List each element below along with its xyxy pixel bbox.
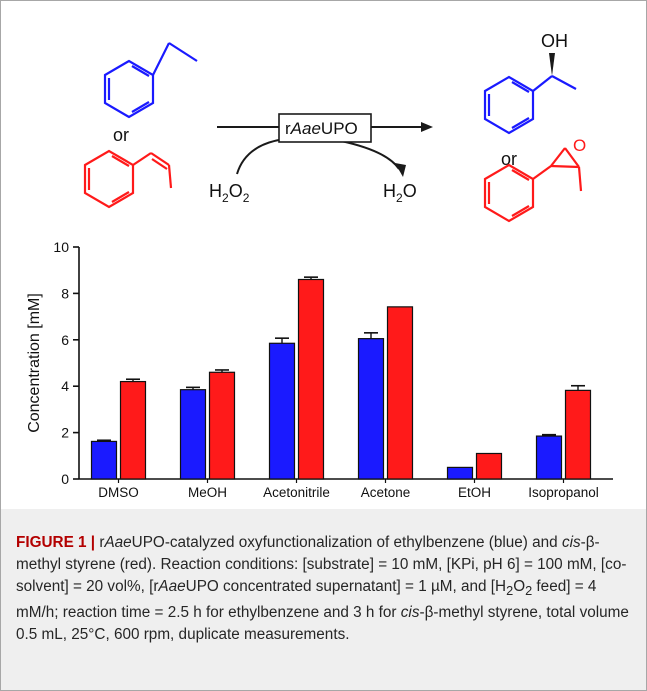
x-tick-label: DMSO xyxy=(98,485,139,500)
x-tick-label: Isopropanol xyxy=(528,485,599,500)
curved-arrow-head xyxy=(395,163,406,177)
oh-label: OH xyxy=(541,31,568,51)
bar xyxy=(564,389,592,480)
bar xyxy=(446,466,474,480)
y-axis-title: Concentration [mM] xyxy=(26,293,43,433)
x-tick-label: Acetone xyxy=(361,485,411,500)
wedge-bond xyxy=(549,53,555,76)
caption-background xyxy=(1,509,646,690)
h2o-label: H2O xyxy=(383,181,417,205)
bar xyxy=(535,435,563,480)
y-tick-label: 6 xyxy=(61,332,69,348)
epoxide-structure xyxy=(483,147,583,223)
bar xyxy=(357,338,385,480)
y-tick-label: 0 xyxy=(61,471,69,487)
phenylethanol-structure xyxy=(483,75,577,135)
ethylbenzene-structure xyxy=(103,42,198,119)
x-tick-labels: DMSO MeOH Acetonitrile Acetone EtOH Isopropan… xyxy=(98,479,599,500)
bar xyxy=(475,452,503,480)
enzyme-label: rAaeUPO xyxy=(285,119,358,138)
bar xyxy=(179,389,207,480)
caption-label: FIGURE 1 | xyxy=(16,534,96,551)
arrow-head xyxy=(421,122,433,132)
bar xyxy=(119,380,147,480)
reaction-scheme: or rAaeUPO H2O2 H2O xyxy=(83,31,586,223)
bar xyxy=(386,306,414,480)
or-label-left: or xyxy=(113,125,129,145)
bar xyxy=(297,278,325,480)
bar-chart: Concentration [mM] 0 2 4 6 8 10 DMSO MeOH Aceto… xyxy=(26,239,613,500)
x-tick-label: EtOH xyxy=(458,485,491,500)
y-tick-label: 8 xyxy=(61,285,69,301)
bar xyxy=(268,342,296,480)
cis-methylstyrene-structure xyxy=(83,149,173,209)
bars xyxy=(90,276,592,480)
enzyme-box xyxy=(278,113,372,143)
bar xyxy=(90,440,118,480)
x-tick-label: MeOH xyxy=(188,485,227,500)
y-tick-label: 2 xyxy=(61,425,69,441)
y-tick-label: 10 xyxy=(53,239,69,255)
bar xyxy=(208,371,236,480)
y-ticks: 0 2 4 6 8 10 xyxy=(53,239,79,487)
or-label-right: or xyxy=(501,149,517,169)
x-tick-label: Acetonitrile xyxy=(263,485,330,500)
figure-caption: FIGURE 1 | rAaeUPO-catalyzed oxyfunction… xyxy=(16,534,629,644)
epoxide-o-label: O xyxy=(573,136,586,155)
y-tick-label: 4 xyxy=(61,378,69,394)
